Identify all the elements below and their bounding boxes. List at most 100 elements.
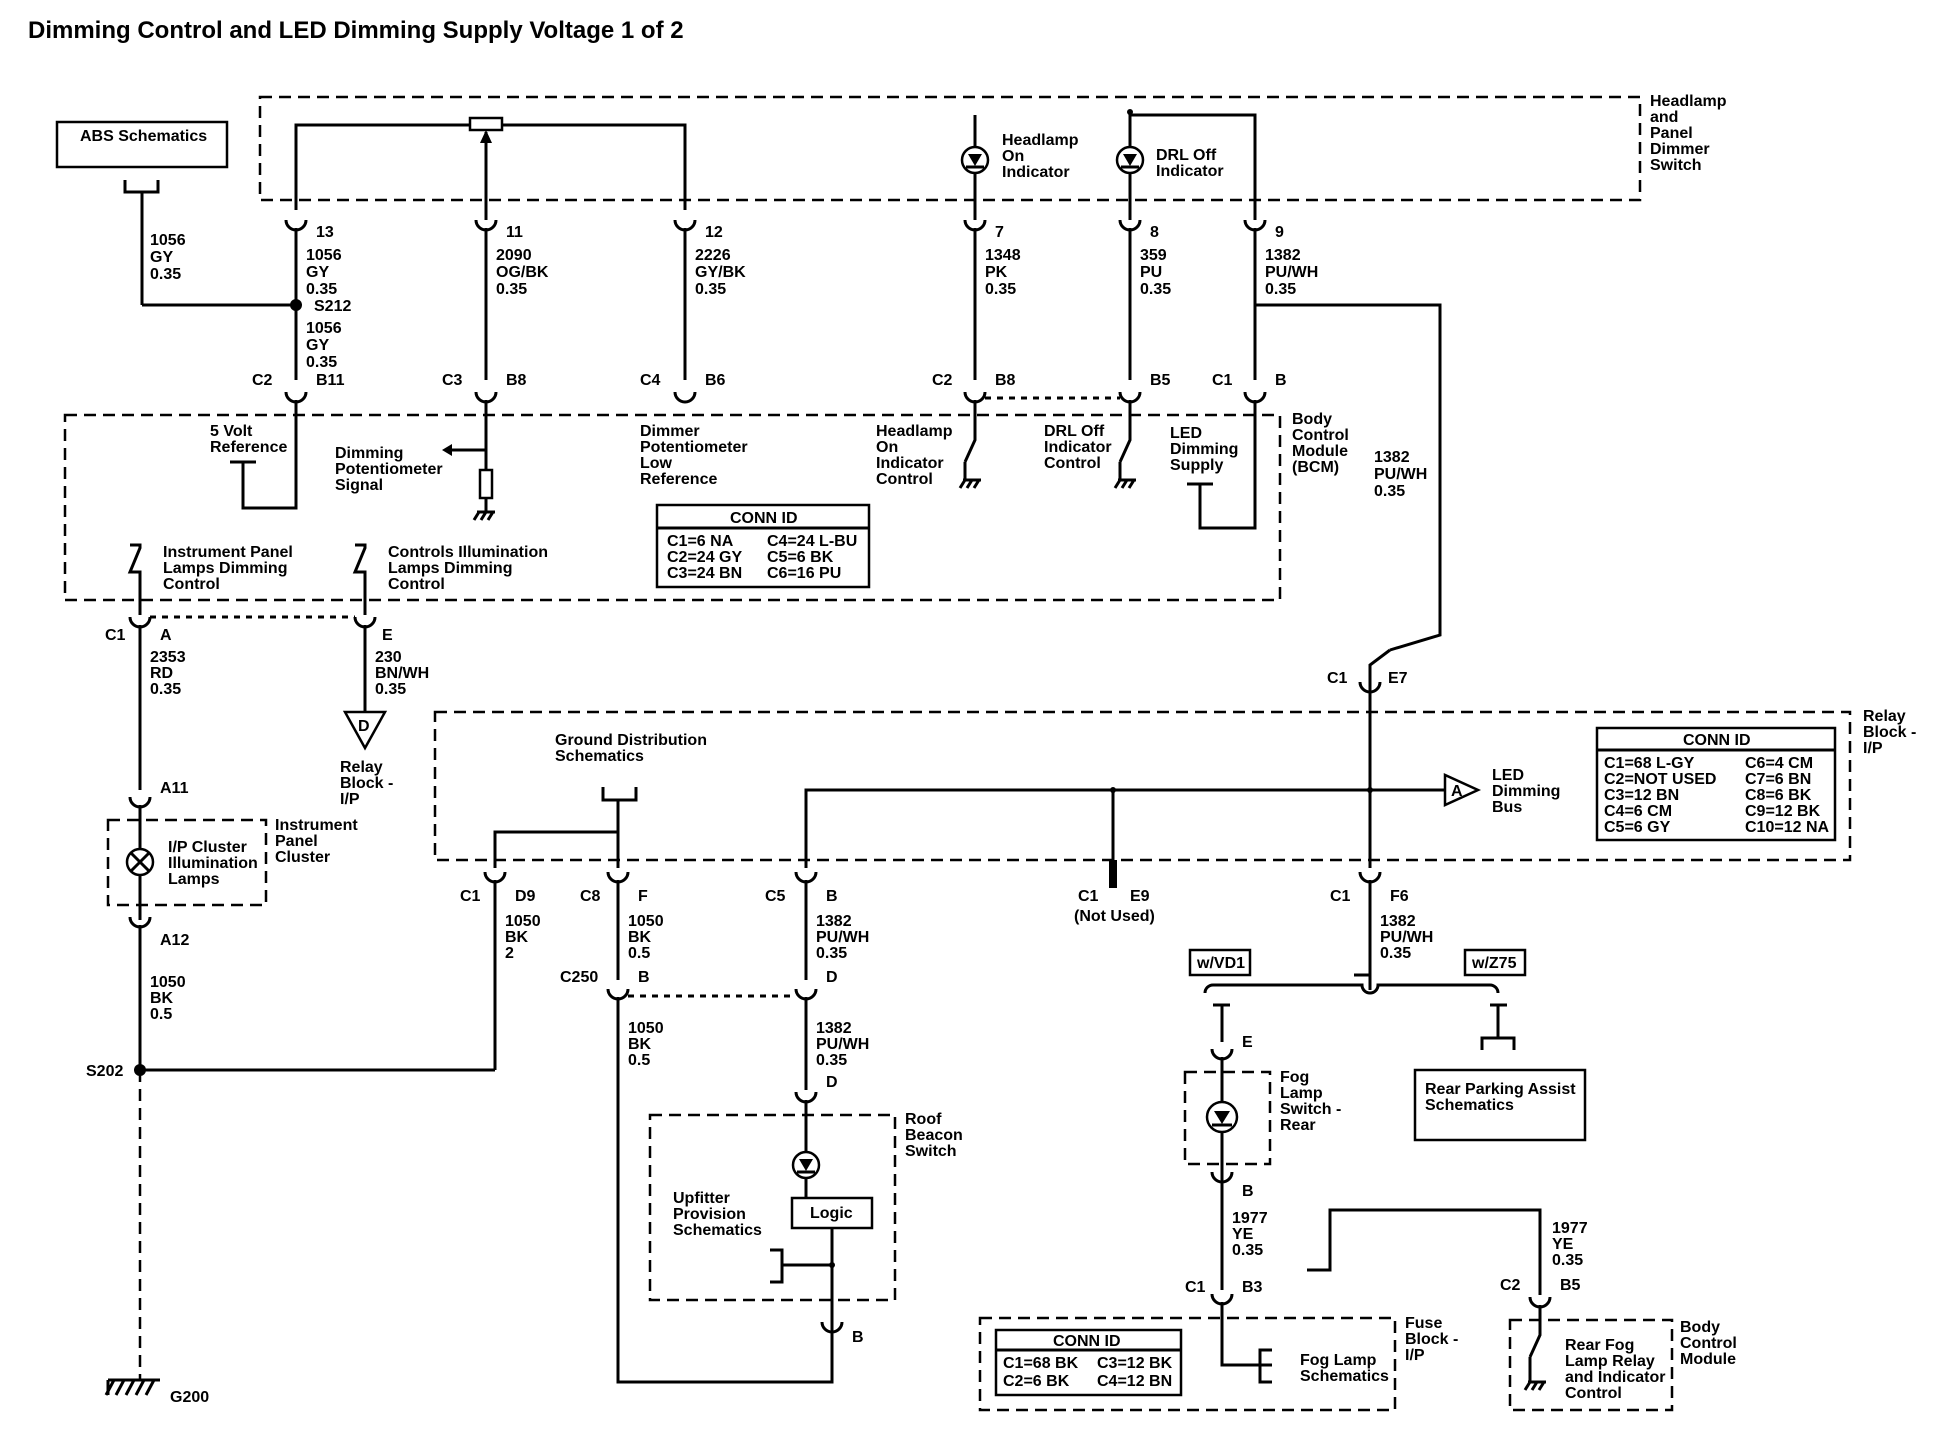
pin-8: 8 [1150, 224, 1159, 241]
splice-s202-label: S202 [86, 1063, 123, 1080]
pin-a11: A11 [160, 780, 189, 797]
pin-c1b3: C1 [1185, 1279, 1206, 1296]
logic-label: Logic [810, 1205, 853, 1222]
pin-b-beacon: B [852, 1329, 864, 1346]
pin-e9: E9 [1130, 888, 1150, 905]
splice-s212 [290, 299, 302, 311]
pin-9: 9 [1275, 224, 1284, 241]
not-used-label: (Not Used) [1074, 908, 1155, 925]
bcm-box [63, 413, 1282, 602]
pin-b3: B3 [1242, 1279, 1263, 1296]
pin-b11: B11 [316, 372, 345, 389]
pin-c1e7: C1 [1327, 670, 1348, 687]
fog-switch-box [1183, 1070, 1272, 1166]
pin-c1d9: C1 [460, 888, 481, 905]
abs-schematics-box [55, 120, 229, 169]
headlamp-switch-label: Headlamp and Panel Dimmer Switch [1650, 93, 1731, 174]
pin-e7: E7 [1388, 670, 1408, 687]
pin-d-c250: D [826, 969, 838, 986]
pin-a: A [160, 627, 172, 644]
pin-f: F [638, 888, 648, 905]
pin-11: 11 [506, 224, 523, 241]
pin-c4: C4 [640, 372, 661, 389]
pin-b5b: B5 [1560, 1277, 1581, 1294]
fuse-conn-id-title: CONN ID [1053, 1333, 1121, 1350]
pin-e: E [382, 627, 393, 644]
pin-b5: B5 [1150, 372, 1171, 389]
pin-b-c5: B [826, 888, 838, 905]
pin-c2b: C2 [932, 372, 953, 389]
svg-text:A: A [1451, 783, 1463, 800]
e9-unused-terminal [1109, 860, 1117, 888]
dimmer-potentiometer [468, 116, 504, 132]
pin-d9: D9 [515, 888, 536, 905]
ip-cluster-box [106, 818, 268, 907]
page-title: Dimming Control and LED Dimming Supply V… [28, 17, 684, 44]
pin-c2: C2 [252, 372, 273, 389]
ground-g200: G200 [170, 1389, 209, 1406]
led-bus-offpage-a [1443, 773, 1482, 807]
pin-b6: B6 [705, 372, 726, 389]
option-wz75-label: w/Z75 [1471, 955, 1517, 972]
pin-c1e9: C1 [1078, 888, 1099, 905]
pull-down-resistor [478, 468, 494, 500]
offpage-d-symbol [342, 710, 388, 751]
pin-b-fog: B [1242, 1183, 1254, 1200]
fuse-conn-id-box [994, 1328, 1183, 1397]
relay-conn-id-title: CONN ID [1683, 732, 1751, 749]
pin-a12: A12 [160, 932, 189, 949]
pin-c2b5: C2 [1500, 1277, 1521, 1294]
offpage-d-label: D [358, 718, 370, 735]
pin-c8: C8 [580, 888, 601, 905]
option-wvd1-label: w/VD1 [1196, 955, 1245, 972]
option-wvd1-box [1188, 948, 1252, 977]
pin-e-fog: E [1242, 1034, 1253, 1051]
pin-c3: C3 [442, 372, 463, 389]
pin-c5: C5 [765, 888, 786, 905]
pin-7: 7 [995, 224, 1004, 241]
headlamp-switch-box [258, 95, 1642, 202]
pin-d-beacon: D [826, 1074, 838, 1091]
pin-13: 13 [316, 224, 334, 241]
abs-schematics-label: ABS Schematics [80, 128, 207, 145]
pin-b8: B8 [506, 372, 527, 389]
pin-f6: F6 [1390, 888, 1409, 905]
